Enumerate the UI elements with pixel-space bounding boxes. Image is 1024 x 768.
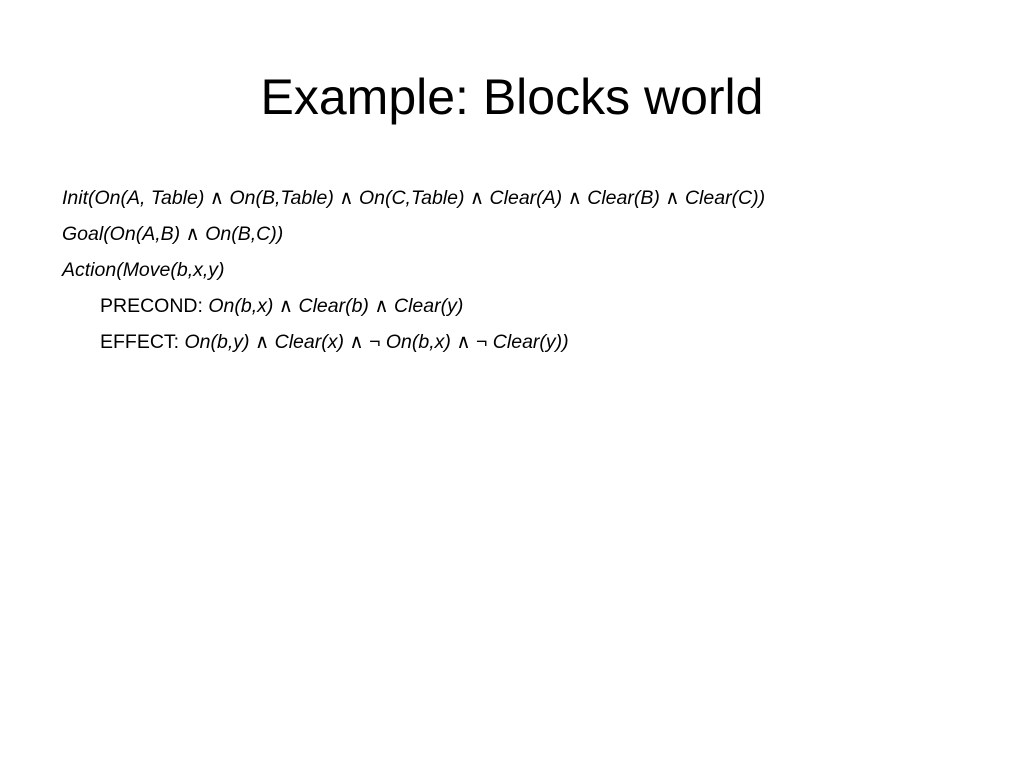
init-line: Init(On(A, Table) ∧ On(B,Table) ∧ On(C,T… bbox=[62, 187, 766, 209]
precond-label: PRECOND: bbox=[100, 295, 203, 317]
effect-label: EFFECT: bbox=[100, 331, 180, 353]
effect-line: EFFECT: On(b,y) ∧ Clear(x) ∧ ¬ On(b,x) ∧… bbox=[62, 324, 982, 360]
slide-title: Example: Blocks world bbox=[260, 69, 764, 125]
action-line: Action(Move(b,x,y) bbox=[62, 259, 225, 281]
precond-line: PRECOND: On(b,x) ∧ Clear(b) ∧ Clear(y) bbox=[62, 288, 982, 324]
precond-text: On(b,x) ∧ Clear(b) ∧ Clear(y) bbox=[208, 295, 464, 317]
slide-body: Init(On(A, Table) ∧ On(B,Table) ∧ On(C,T… bbox=[62, 180, 982, 360]
effect-text: On(b,y) ∧ Clear(x) ∧ ¬ On(b,x) ∧ ¬ Clear… bbox=[184, 331, 569, 353]
goal-line: Goal(On(A,B) ∧ On(B,C)) bbox=[62, 223, 284, 245]
